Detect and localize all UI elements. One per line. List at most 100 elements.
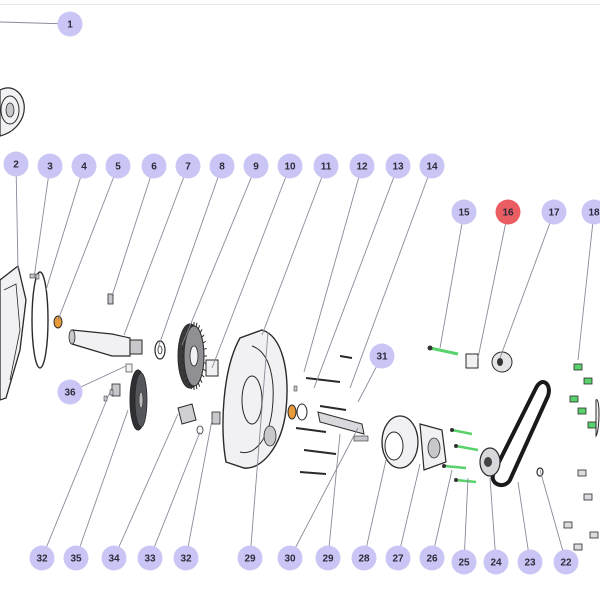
leader-line-22 bbox=[539, 469, 567, 563]
callout-circle bbox=[37, 153, 63, 179]
callout-circle bbox=[451, 549, 477, 575]
callout-18: 18 bbox=[581, 199, 600, 225]
callout-circle bbox=[349, 153, 375, 179]
callout-circle bbox=[57, 379, 83, 405]
leader-line-23 bbox=[517, 481, 531, 563]
part-green-bolt-3 bbox=[455, 444, 479, 452]
leader-line-12 bbox=[303, 165, 363, 373]
callout-4: 4 bbox=[71, 153, 97, 179]
callout-label: 30 bbox=[284, 554, 296, 565]
callout-circle bbox=[137, 545, 163, 571]
callout-label: 1 bbox=[67, 20, 73, 31]
callout-circle bbox=[385, 153, 411, 179]
callout-circle bbox=[495, 199, 521, 225]
leader-line-26 bbox=[431, 469, 453, 559]
leader-line-17 bbox=[499, 211, 555, 359]
callout-label: 3 bbox=[47, 162, 53, 173]
part-hardware-3 bbox=[569, 395, 579, 403]
part-loose-pin-4 bbox=[293, 385, 298, 392]
callout-30: 30 bbox=[277, 545, 303, 571]
leader-line-14 bbox=[349, 165, 433, 389]
callout-circle bbox=[419, 545, 445, 571]
callout-22: 22 bbox=[553, 549, 579, 575]
callout-label: 5 bbox=[115, 162, 121, 173]
part-hardware-8 bbox=[563, 521, 573, 529]
leader-line-32 bbox=[41, 386, 113, 559]
part-hardware-6 bbox=[577, 469, 587, 477]
callout-circle bbox=[141, 153, 167, 179]
part-bolt-1 bbox=[305, 377, 341, 383]
callout-label: 10 bbox=[284, 162, 296, 173]
leader-line-3 bbox=[33, 165, 51, 279]
callout-circle bbox=[105, 153, 131, 179]
part-washer-hole bbox=[157, 345, 163, 355]
callout-circle bbox=[517, 549, 543, 575]
callout-circle bbox=[313, 153, 339, 179]
part-bearing-2 bbox=[296, 403, 308, 421]
callout-label: 27 bbox=[392, 554, 404, 565]
top-divider bbox=[0, 4, 600, 5]
leader-line-5 bbox=[57, 165, 119, 321]
part-key bbox=[125, 363, 133, 373]
callout-34: 34 bbox=[101, 545, 127, 571]
callout-circle bbox=[29, 545, 55, 571]
leader-line-15 bbox=[439, 211, 465, 349]
callout-circle bbox=[63, 545, 89, 571]
part-pin-32b bbox=[211, 411, 221, 425]
part-shaft-key bbox=[353, 435, 369, 442]
leader-line-2 bbox=[15, 163, 19, 271]
callout-33: 33 bbox=[137, 545, 163, 571]
callout-16: 16 bbox=[495, 199, 521, 225]
leader-line-6 bbox=[111, 165, 155, 297]
callout-circle bbox=[451, 199, 477, 225]
callout-label: 34 bbox=[108, 554, 120, 565]
part-bolt-3 bbox=[303, 449, 337, 455]
leader-lines bbox=[0, 21, 595, 563]
part-pulley-bore bbox=[484, 457, 492, 467]
part-washer bbox=[154, 340, 166, 360]
callout-circle bbox=[315, 545, 341, 571]
part-pinion bbox=[177, 403, 197, 425]
callout-label: 24 bbox=[490, 558, 502, 569]
callout-label: 32 bbox=[36, 554, 48, 565]
part-small-pin bbox=[29, 273, 37, 279]
part-shaft-end bbox=[68, 329, 76, 345]
parts-drawing bbox=[0, 87, 600, 551]
part-large-gear bbox=[177, 322, 207, 390]
callout-circle bbox=[483, 549, 509, 575]
part-shaft bbox=[71, 329, 131, 357]
callout-label: 6 bbox=[151, 162, 157, 173]
callout-15: 15 bbox=[451, 199, 477, 225]
part-right-housing bbox=[595, 399, 600, 438]
part-pinion-washer bbox=[196, 425, 204, 435]
callout-circle bbox=[57, 11, 83, 37]
leader-line-10 bbox=[211, 165, 291, 369]
part-green-bolt-4 bbox=[443, 464, 467, 470]
callout-label: 29 bbox=[244, 554, 256, 565]
callout-label: 17 bbox=[548, 208, 560, 219]
leader-line-28 bbox=[363, 459, 387, 559]
callout-circle bbox=[209, 153, 235, 179]
callout-28: 28 bbox=[351, 545, 377, 571]
callout-circle bbox=[581, 199, 600, 225]
part-hardware-10 bbox=[589, 531, 599, 539]
callout-circle bbox=[419, 153, 445, 179]
callout-label: 13 bbox=[392, 162, 404, 173]
callout-35: 35 bbox=[63, 545, 89, 571]
leader-line-9 bbox=[181, 165, 257, 346]
callout-label: 4 bbox=[81, 162, 87, 173]
part-belt bbox=[490, 380, 551, 488]
leader-line-27 bbox=[397, 463, 421, 559]
part-cover-rib bbox=[3, 283, 21, 381]
part-loose-pin-3 bbox=[35, 273, 40, 280]
callout-5: 5 bbox=[105, 153, 131, 179]
callout-circle bbox=[243, 153, 269, 179]
callout-27: 27 bbox=[385, 545, 411, 571]
part-bolt-2 bbox=[295, 427, 327, 433]
callout-label: 18 bbox=[588, 208, 600, 219]
leader-line-35 bbox=[75, 409, 129, 559]
part-hardware-9 bbox=[573, 543, 583, 551]
callout-24: 24 bbox=[483, 549, 509, 575]
leader-line-24 bbox=[489, 477, 497, 563]
